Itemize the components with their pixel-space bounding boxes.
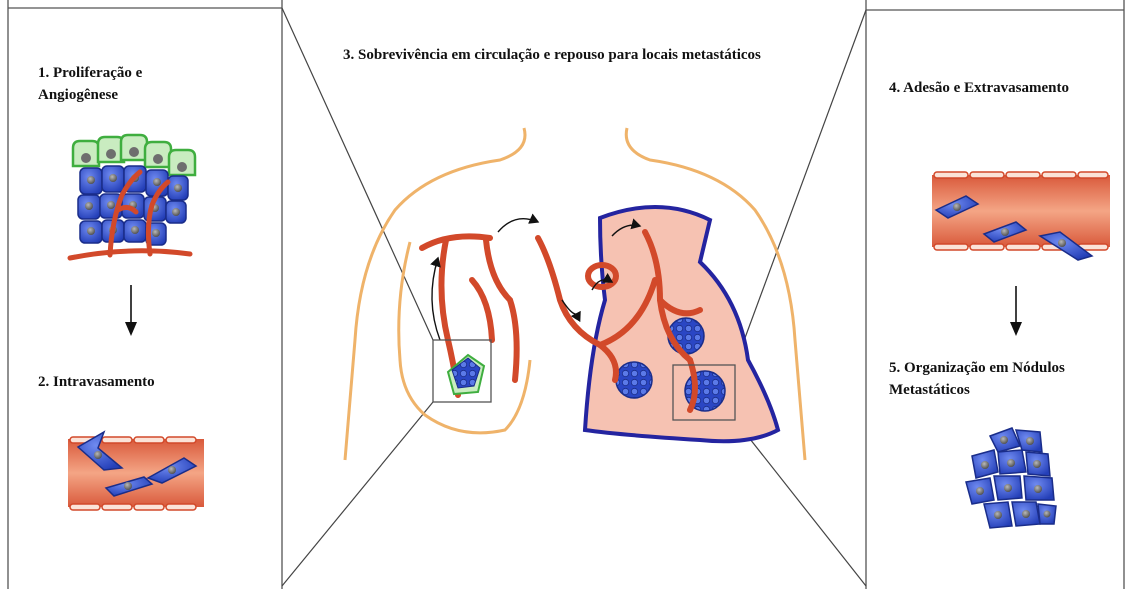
step-1-label: 1. Proliferação e Angiogênese (38, 62, 208, 106)
intravasation-illustration (68, 432, 204, 510)
metastatic-nodule-illustration (966, 428, 1056, 528)
lung-illustration (585, 207, 778, 441)
step-5-label: 5. Organização em Nódulos Metastáticos (889, 357, 1119, 401)
step-2-label: 2. Intravasamento (38, 371, 238, 393)
primary-tumor (433, 340, 491, 402)
step-4-label: 4. Adesão e Extravasamento (889, 77, 1119, 99)
zoom-lines (282, 8, 866, 586)
extravasation-illustration (932, 172, 1110, 260)
arrow-down-left (125, 285, 137, 336)
step-3-label: 3. Sobrevivência em circulação e repouso… (343, 44, 803, 66)
proliferation-illustration (70, 135, 195, 258)
arrow-down-right (1010, 286, 1022, 336)
